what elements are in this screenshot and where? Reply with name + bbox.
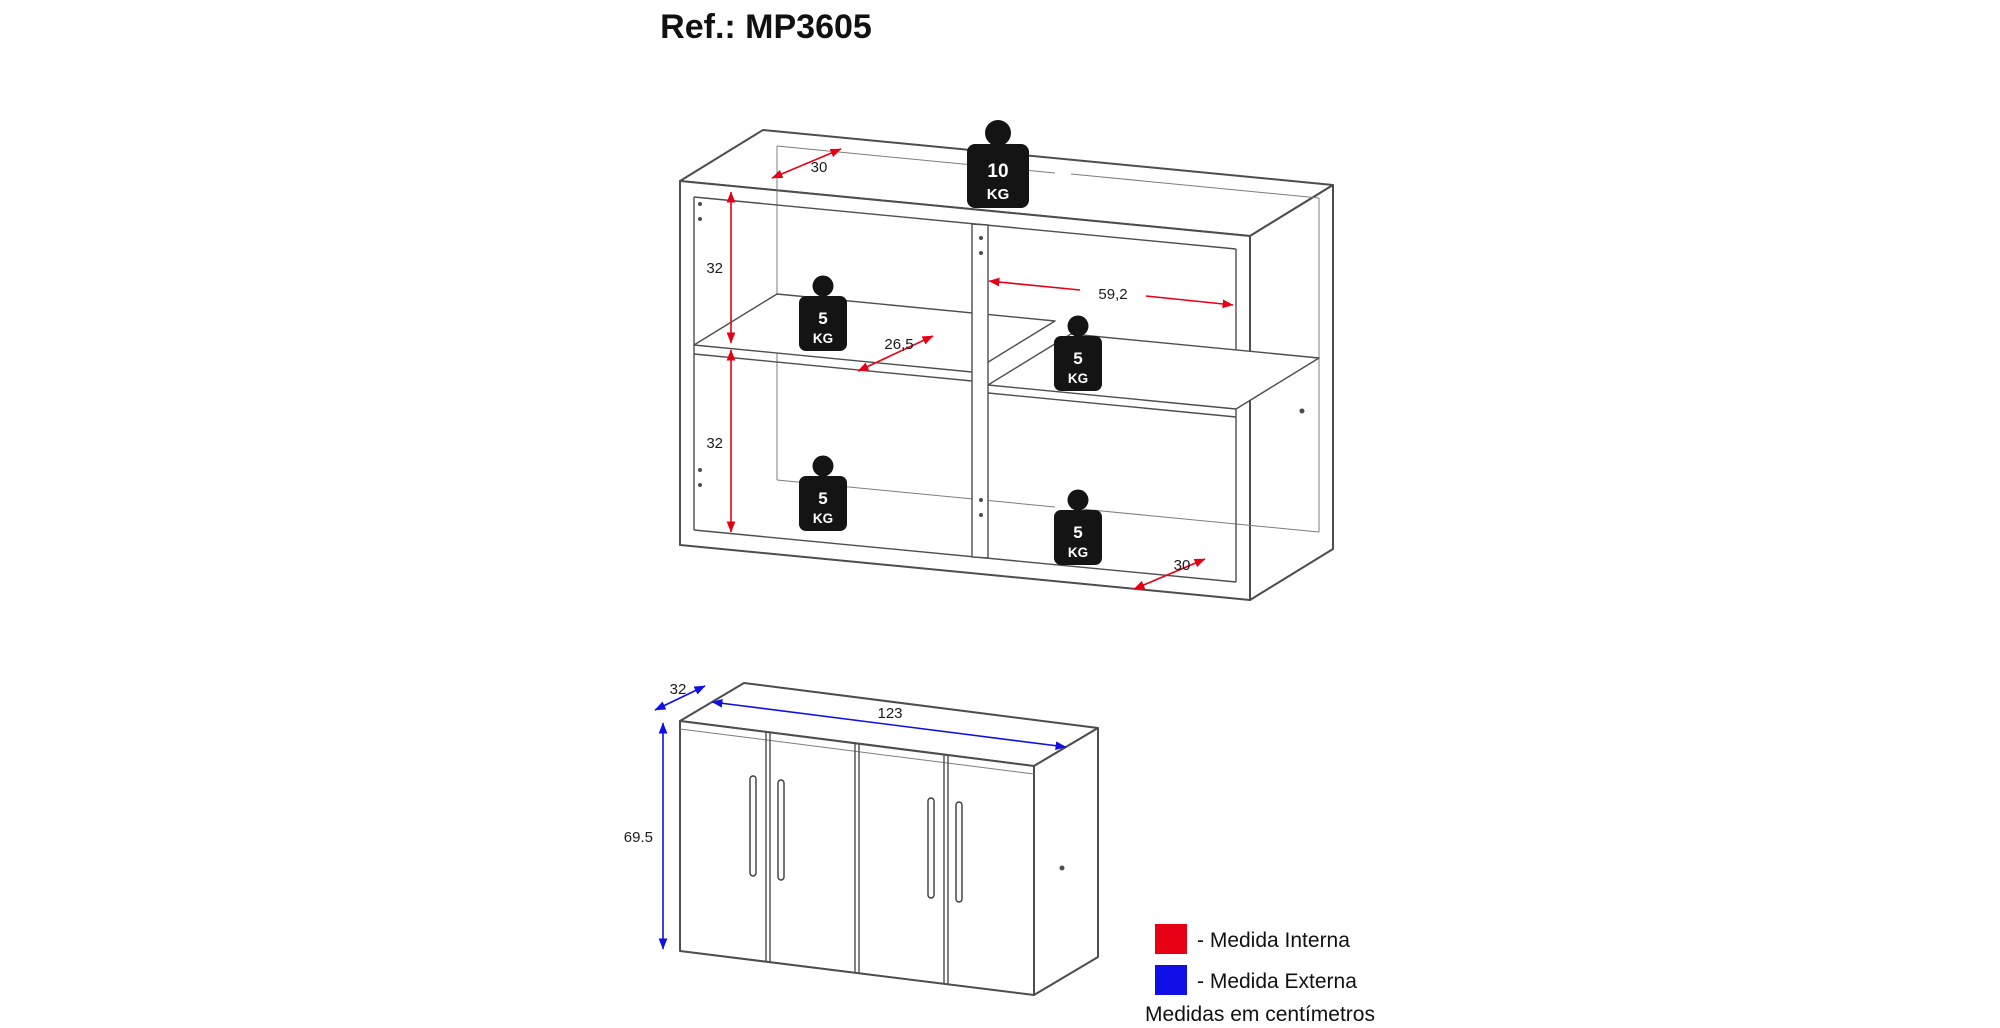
weight-knob [985, 120, 1011, 146]
dimension-top-depth: 30 [771, 148, 842, 179]
side-panel-hole [1299, 408, 1305, 414]
weight-body [799, 476, 847, 531]
cabinet-right-face [1033, 727, 1099, 996]
weight-body [1054, 510, 1102, 565]
center-divider [971, 223, 989, 559]
dimension-label: 59,2 [1098, 286, 1127, 303]
weight-value: 5 [818, 309, 827, 328]
dimension-label: 30 [811, 159, 828, 176]
external-measure-label: - Medida Externa [1197, 970, 1357, 993]
internal-measure-swatch [1155, 924, 1187, 954]
weight-value: 5 [818, 489, 827, 508]
lower-cabinet-view: 32 123 69.5 [624, 681, 1099, 996]
weight-5kg-right-bottom: 5 KG [1054, 489, 1102, 565]
weight-unit: KG [1068, 371, 1088, 386]
dimension-external-width: 123 [711, 698, 1067, 751]
dimension-label: 32 [670, 681, 687, 698]
cabinet-front-face [679, 720, 1035, 996]
dimension-label: 69.5 [624, 829, 653, 846]
dimension-right-inner-width: 59,2 [988, 277, 1234, 309]
page-title: Ref.: MP3605 [660, 8, 872, 46]
weight-5kg-left-shelf: 5 KG [799, 275, 847, 351]
dimension-external-depth: 32 [654, 681, 706, 711]
dimension-arrow [654, 685, 706, 711]
weight-10kg-top: 10 KG [967, 120, 1029, 208]
right-shelf-thickness [987, 392, 1237, 418]
dimension-label: 30 [1174, 557, 1191, 574]
weight-value: 10 [987, 161, 1008, 182]
weight-unit: KG [813, 511, 833, 526]
dimension-bottom-depth: 30 [1133, 557, 1206, 590]
pin-hole [979, 498, 983, 502]
weight-unit: KG [813, 331, 833, 346]
pin-hole [979, 236, 983, 240]
dimension-arrow [988, 277, 1081, 291]
dimension-shelf-depth: 26,5 [857, 335, 934, 372]
dimension-label: 26,5 [884, 336, 913, 353]
weight-5kg-right-shelf: 5 KG [1054, 315, 1102, 391]
weight-body [967, 144, 1029, 208]
dimension-label: 123 [877, 705, 902, 722]
pin-hole [698, 483, 702, 487]
dimension-arrow [1133, 558, 1206, 590]
weight-5kg-left-bottom: 5 KG [799, 455, 847, 531]
door-handle [927, 797, 935, 899]
weight-body [1054, 336, 1102, 391]
pin-hole [698, 468, 702, 472]
back-bottom-edge-right [1070, 507, 1320, 533]
weight-value: 5 [1073, 349, 1082, 368]
pin-hole [698, 217, 702, 221]
legend-note: Medidas em centímetros [1145, 1003, 1375, 1026]
dimension-external-height: 69.5 [624, 722, 668, 950]
weight-knob [1067, 315, 1089, 337]
weight-unit: KG [1068, 545, 1088, 560]
pin-hole [979, 251, 983, 255]
weight-body [799, 296, 847, 351]
side-panel-hole [1059, 865, 1065, 871]
inner-top-line [693, 196, 1237, 250]
legend: - Medida Interna - Medida Externa Medida… [1145, 924, 1375, 1026]
dimension-arrow [711, 698, 1067, 751]
weight-unit: KG [987, 186, 1010, 203]
weight-knob [812, 455, 834, 477]
left-shelf-thickness [693, 353, 973, 382]
pin-hole [698, 202, 702, 206]
weight-value: 5 [1073, 523, 1082, 542]
pin-hole [979, 513, 983, 517]
door-handle [777, 779, 785, 881]
door-handle [749, 775, 757, 877]
weight-knob [1067, 489, 1089, 511]
dimension-arrow [857, 335, 934, 372]
dimension-lower-height: 32 [706, 349, 736, 533]
dimension-label: 32 [706, 260, 723, 277]
back-top-edge-right [1070, 173, 1320, 199]
upper-shelf-unit-view: 30 32 32 26,5 59,2 30 10 KG [679, 120, 1334, 601]
internal-measure-label: - Medida Interna [1197, 929, 1350, 952]
external-measure-swatch [1155, 965, 1187, 995]
dimension-label: 32 [706, 435, 723, 452]
door-handle [955, 801, 963, 903]
dimension-upper-height: 32 [706, 191, 736, 344]
weight-knob [812, 275, 834, 297]
dimension-arrow [771, 148, 842, 179]
dimension-arrow [1145, 295, 1234, 309]
